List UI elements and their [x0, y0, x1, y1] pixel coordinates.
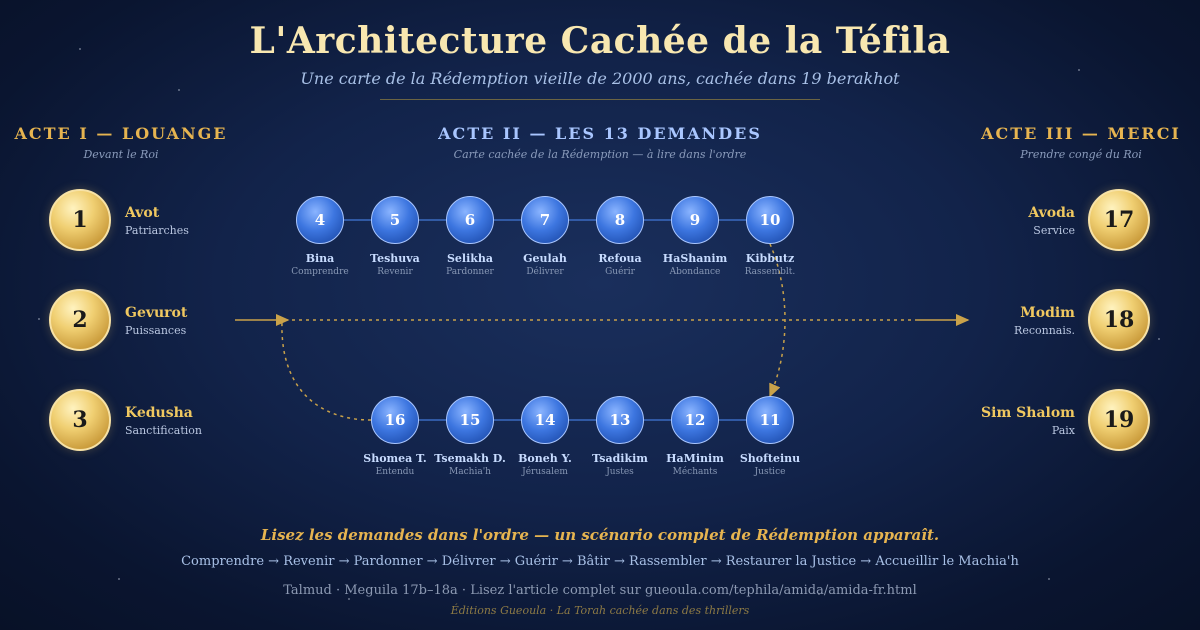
berakha-8-meaning: Guérir — [605, 267, 635, 277]
berakha-9-name: HaShanim — [662, 252, 728, 265]
berakha-18-name: Modim — [1020, 305, 1075, 321]
berakha-3-badge: 3 — [49, 389, 111, 451]
return-connector — [281, 321, 372, 421]
berakha-2-badge: 2 — [49, 289, 111, 351]
berakha-11-badge: 11 — [746, 396, 794, 444]
berakha-13-name: Tsadikim — [592, 452, 648, 465]
berakha-8-name: Refoua — [598, 252, 642, 265]
berakha-7-name: Geulah — [523, 252, 567, 265]
berakha-17-name: Avoda — [1028, 205, 1075, 221]
berakha-19-badge: 19 — [1088, 389, 1150, 451]
berakha-6-badge: 6 — [446, 196, 494, 244]
berakha-6-name: Selikha — [446, 252, 494, 265]
berakha-8-badge: 8 — [596, 196, 644, 244]
source-reference: Talmud · Meguila 17b–18a · Lisez l'artic… — [283, 583, 917, 598]
berakha-14-name: Boneh Y. — [518, 452, 572, 465]
berakha-15-meaning: Machia'h — [449, 467, 491, 477]
berakha-19-name: Sim Shalom — [981, 405, 1075, 421]
berakha-12-name: HaMinim — [666, 452, 724, 465]
footer-tagline: Lisez les demandes dans l'ordre — un scé… — [260, 526, 940, 544]
berakha-4-badge: 4 — [296, 196, 344, 244]
act-1-title: ACTE I — LOUANGE — [14, 124, 228, 143]
page-title: L'Architecture Cachée de la Téfila — [249, 20, 951, 62]
berakha-17-meaning: Service — [1033, 224, 1075, 237]
berakha-17-badge: 17 — [1088, 189, 1150, 251]
act-3-subtitle: Prendre congé du Roi — [1020, 148, 1142, 161]
berakha-10-badge: 10 — [746, 196, 794, 244]
page-subtitle: Une carte de la Rédemption vieille de 20… — [300, 69, 900, 88]
berakha-18-badge: 18 — [1088, 289, 1150, 351]
berakha-4-name: Bina — [305, 252, 335, 265]
star — [1078, 69, 1080, 71]
berakha-3-name: Kedusha — [125, 405, 193, 421]
redemption-sequence: Comprendre → Revenir → Pardonner → Déliv… — [181, 554, 1019, 569]
berakha-7-badge: 7 — [521, 196, 569, 244]
berakha-18-meaning: Reconnais. — [1014, 324, 1075, 337]
act-2-subtitle: Carte cachée de la Rédemption — à lire d… — [453, 148, 747, 161]
berakha-9-meaning: Abondance — [669, 267, 721, 277]
berakha-7-meaning: Délivrer — [526, 267, 564, 277]
berakha-19-meaning: Paix — [1051, 424, 1075, 437]
publisher-credit: Éditions Gueoula · La Torah cachée dans … — [450, 604, 750, 617]
star — [178, 89, 180, 91]
berakha-5-meaning: Revenir — [377, 267, 413, 277]
berakha-9-badge: 9 — [671, 196, 719, 244]
star — [38, 318, 40, 320]
act-1-subtitle: Devant le Roi — [83, 148, 159, 161]
berakha-1-name: Avot — [125, 205, 160, 221]
berakha-2-meaning: Puissances — [125, 324, 187, 337]
header-divider — [380, 99, 820, 100]
berakha-14-badge: 14 — [521, 396, 569, 444]
berakha-12-meaning: Méchants — [672, 467, 718, 477]
berakha-4-meaning: Comprendre — [291, 267, 349, 277]
berakha-10-name: Kibbutz — [745, 252, 795, 265]
star — [1048, 578, 1050, 580]
berakha-13-badge: 13 — [596, 396, 644, 444]
star — [1158, 338, 1160, 340]
berakha-5-name: Teshuva — [370, 252, 420, 265]
berakha-12-badge: 12 — [671, 396, 719, 444]
berakha-14-meaning: Jérusalem — [522, 467, 568, 477]
star — [79, 48, 81, 50]
berakha-6-meaning: Pardonner — [446, 267, 494, 277]
berakha-16-name: Shomea T. — [363, 452, 427, 465]
berakha-11-name: Shofteinu — [739, 452, 801, 465]
star — [118, 578, 120, 580]
berakha-3-meaning: Sanctification — [125, 424, 202, 437]
berakha-2-name: Gevurot — [125, 305, 188, 321]
berakha-15-badge: 15 — [446, 396, 494, 444]
berakha-1-badge: 1 — [49, 189, 111, 251]
berakha-16-meaning: Entendu — [375, 467, 415, 477]
berakha-16-badge: 16 — [371, 396, 419, 444]
star — [818, 593, 820, 595]
act-2-title: ACTE II — LES 13 DEMANDES — [438, 124, 762, 143]
berakha-13-meaning: Justes — [606, 467, 634, 477]
berakha-10-meaning: Rassemblt. — [744, 267, 796, 277]
berakha-1-meaning: Patriarches — [125, 224, 189, 237]
berakha-5-badge: 5 — [371, 196, 419, 244]
berakha-15-name: Tsemakh D. — [434, 452, 506, 465]
act-3-title: ACTE III — MERCI — [981, 124, 1181, 143]
star — [348, 598, 350, 600]
berakha-11-meaning: Justice — [754, 467, 786, 477]
